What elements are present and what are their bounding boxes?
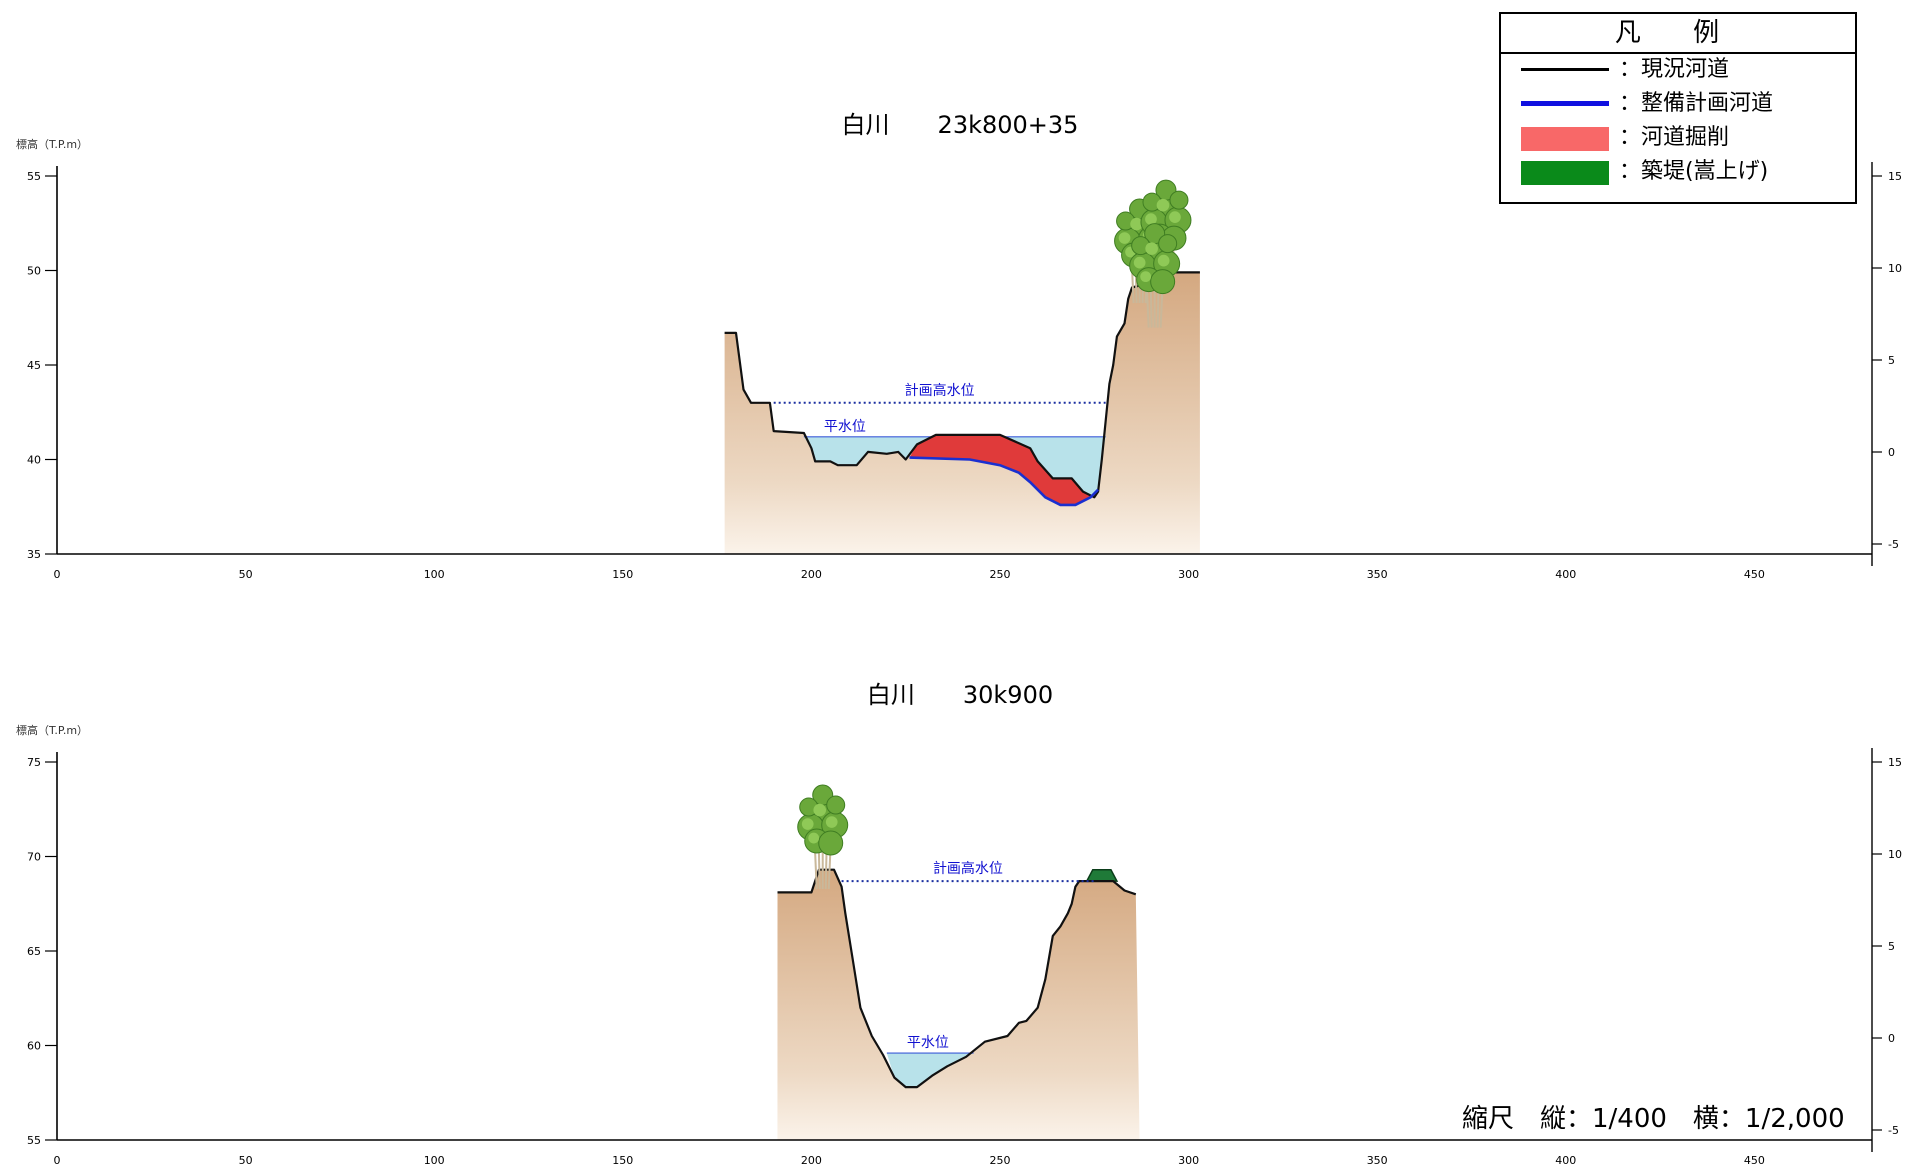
x-tick-label: 0 bbox=[54, 1154, 61, 1167]
tree-foliage bbox=[1150, 269, 1176, 295]
right-tick-label: 10 bbox=[1888, 262, 1902, 275]
tree-highlight bbox=[808, 832, 820, 844]
legend-item-excavation: ：河道掘削 bbox=[1501, 122, 1855, 156]
legend-label: ：現況河道 bbox=[1619, 57, 1730, 82]
legend-item-embankment: ：築堤(嵩上げ) bbox=[1501, 156, 1855, 190]
x-tick-label: 300 bbox=[1178, 568, 1199, 581]
y-tick-label: 75 bbox=[27, 756, 41, 769]
x-tick-label: 450 bbox=[1744, 568, 1765, 581]
right-tick-label: 5 bbox=[1888, 940, 1895, 953]
x-tick-label: 100 bbox=[424, 568, 445, 581]
tree-icon bbox=[1129, 223, 1181, 328]
tree-highlight bbox=[1157, 254, 1170, 267]
tree-highlight bbox=[801, 818, 814, 830]
x-tick-label: 100 bbox=[424, 1154, 445, 1167]
tree-highlight bbox=[1140, 271, 1152, 283]
tree-highlight bbox=[1133, 256, 1146, 269]
x-tick-label: 150 bbox=[612, 1154, 633, 1167]
legend-label: ：河道掘削 bbox=[1619, 125, 1730, 150]
normal-water-label: 平水位 bbox=[907, 1035, 949, 1051]
x-tick-label: 400 bbox=[1555, 1154, 1576, 1167]
high-water-label: 計画高水位 bbox=[905, 382, 975, 399]
tree-foliage bbox=[818, 830, 844, 856]
right-tick-label: 15 bbox=[1888, 756, 1902, 769]
scale-note: 縮尺 縦：1/400 横：1/2,000 bbox=[1462, 1104, 1845, 1134]
existing-channel-line bbox=[724, 271, 1200, 499]
y-tick-label: 70 bbox=[27, 851, 41, 864]
x-tick-label: 150 bbox=[612, 568, 633, 581]
x-tick-label: 50 bbox=[239, 1154, 253, 1167]
y-tick-label: 40 bbox=[27, 454, 41, 467]
right-tick-label: 0 bbox=[1888, 446, 1895, 459]
right-tick-label: -5 bbox=[1888, 1124, 1899, 1137]
legend-title: 凡 例 bbox=[1501, 14, 1855, 54]
cross-section-23k800: 白川 23k800+35標高（T.P.m）計画高水位平水位3540455055-… bbox=[16, 111, 1902, 581]
right-tick-label: -5 bbox=[1888, 538, 1899, 551]
planned-channel-line bbox=[909, 456, 1100, 507]
tree-highlight bbox=[1130, 217, 1143, 231]
tree-foliage bbox=[1169, 190, 1189, 210]
x-tick-label: 250 bbox=[990, 1154, 1011, 1167]
high-water-label: 計画高水位 bbox=[933, 860, 1003, 877]
y-tick-label: 55 bbox=[27, 170, 41, 183]
x-tick-label: 350 bbox=[1367, 1154, 1388, 1167]
tree-highlight bbox=[1118, 232, 1131, 244]
tree-foliage bbox=[1158, 234, 1178, 254]
tree-highlight bbox=[1145, 213, 1157, 225]
x-tick-label: 200 bbox=[801, 1154, 822, 1167]
normal-water-body bbox=[886, 1053, 974, 1088]
ground-fill bbox=[724, 272, 1200, 554]
blue-line-symbol bbox=[1521, 101, 1609, 106]
tree-icon bbox=[797, 784, 849, 890]
right-tick-label: 15 bbox=[1888, 170, 1902, 183]
x-tick-label: 250 bbox=[990, 568, 1011, 581]
x-tick-label: 50 bbox=[239, 568, 253, 581]
black-line-symbol bbox=[1521, 68, 1609, 71]
section-title: 白川 23k800+35 bbox=[842, 111, 1079, 139]
y-axis-label: 標高（T.P.m） bbox=[16, 723, 88, 737]
tree-highlight bbox=[1156, 198, 1170, 212]
y-tick-label: 45 bbox=[27, 359, 41, 372]
x-tick-label: 450 bbox=[1744, 1154, 1765, 1167]
legend-box: 凡 例 ：現況河道 ：整備計画河道 ：河道掘削 ：築堤(嵩上げ) bbox=[1499, 12, 1857, 204]
red-box-symbol bbox=[1521, 127, 1609, 151]
y-axis-label: 標高（T.P.m） bbox=[16, 137, 88, 151]
legend-label: ：築堤(嵩上げ) bbox=[1619, 159, 1769, 184]
y-tick-label: 65 bbox=[27, 945, 41, 958]
tree-foliage bbox=[826, 795, 846, 815]
x-tick-label: 350 bbox=[1367, 568, 1388, 581]
tree-highlight bbox=[813, 803, 827, 817]
x-tick-label: 300 bbox=[1178, 1154, 1199, 1167]
normal-water-body bbox=[803, 436, 1106, 498]
tree-highlight bbox=[1145, 242, 1158, 255]
existing-channel-line bbox=[777, 868, 1137, 1089]
tree-highlight bbox=[825, 816, 838, 828]
y-tick-label: 35 bbox=[27, 548, 41, 561]
normal-water-label: 平水位 bbox=[824, 419, 866, 435]
legend-item-planned-channel: ：整備計画河道 bbox=[1501, 88, 1855, 122]
section-title: 白川 30k900 bbox=[867, 681, 1053, 709]
legend-item-existing-channel: ：現況河道 bbox=[1501, 54, 1855, 88]
y-tick-label: 50 bbox=[27, 265, 41, 278]
ground-fill bbox=[777, 869, 1140, 1140]
x-tick-label: 200 bbox=[801, 568, 822, 581]
x-tick-label: 400 bbox=[1555, 568, 1576, 581]
legend-label: ：整備計画河道 bbox=[1619, 91, 1774, 116]
embankment-area bbox=[1085, 868, 1119, 882]
y-tick-label: 55 bbox=[27, 1134, 41, 1147]
right-tick-label: 0 bbox=[1888, 1032, 1895, 1045]
green-box-symbol bbox=[1521, 161, 1609, 185]
excavation-area bbox=[909, 434, 1099, 505]
y-tick-label: 60 bbox=[27, 1040, 41, 1053]
tree-highlight bbox=[1169, 211, 1181, 223]
x-tick-label: 0 bbox=[54, 568, 61, 581]
right-tick-label: 10 bbox=[1888, 848, 1902, 861]
right-tick-label: 5 bbox=[1888, 354, 1895, 367]
